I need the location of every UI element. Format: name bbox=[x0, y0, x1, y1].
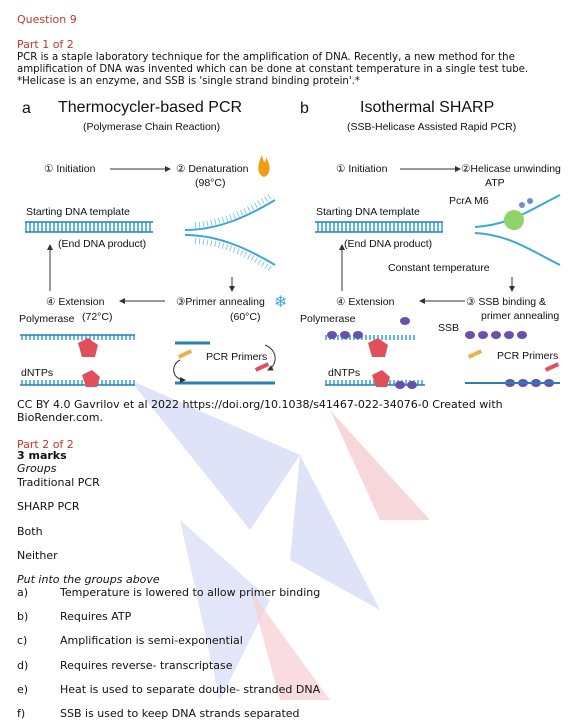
panel-b-template-dna bbox=[315, 221, 443, 233]
panel-a-end-product: (End DNA product) bbox=[58, 238, 147, 250]
panel-b-end-product: (End DNA product) bbox=[344, 238, 433, 250]
drag-item-d[interactable]: Requires reverse- transcriptase bbox=[60, 659, 233, 672]
panel-a-denatured-dna bbox=[184, 192, 276, 273]
panel-a-step3-temp: (60°C) bbox=[230, 311, 261, 323]
item-letter: b) bbox=[17, 610, 29, 623]
panel-a-step3: ③Primer annealing bbox=[176, 296, 265, 308]
panel-a-letter: a bbox=[22, 100, 31, 117]
panel-b-constant-temp: Constant temperature bbox=[388, 262, 490, 274]
drag-item-b[interactable]: Requires ATP bbox=[60, 610, 132, 623]
panel-b-step4: ④ Extension bbox=[336, 296, 395, 308]
panel-a-step2-temp: (98°C) bbox=[195, 177, 226, 189]
panel-a-title: Thermocycler-based PCR bbox=[58, 99, 243, 116]
panel-b-dntps: dNTPs bbox=[328, 367, 361, 379]
panel-a-subtitle: (Polymerase Chain Reaction) bbox=[83, 121, 221, 133]
panel-b-step3-line1: ③ SSB binding & bbox=[466, 296, 547, 308]
figure-credit: CC BY 4.0 Gavrilov et al 2022 https://do… bbox=[17, 398, 503, 424]
panel-b-step2: ②Helicase unwinding bbox=[461, 163, 561, 175]
panel-b-pcr-primers: PCR Primers bbox=[497, 350, 559, 362]
panel-a-pcr-primers: PCR Primers bbox=[206, 351, 268, 363]
drag-item-e[interactable]: Heat is used to separate double- strande… bbox=[60, 683, 321, 696]
group-both[interactable]: Both bbox=[17, 525, 43, 538]
intro-text: PCR is a staple laboratory technique for… bbox=[17, 52, 529, 87]
pcr-figure: ❄ bbox=[20, 155, 561, 389]
item-letter: a) bbox=[17, 586, 29, 599]
panel-a-template-dna bbox=[25, 221, 153, 233]
panel-b-extension-dna bbox=[325, 317, 425, 389]
panel-b-step1: ① Initiation bbox=[336, 163, 388, 175]
part1-label: Part 1 of 2 bbox=[17, 38, 74, 51]
panel-b-letter: b bbox=[300, 100, 309, 117]
panel-a-polymerase-label: Polymerase bbox=[19, 313, 75, 325]
panel-a-step2: ② Denaturation bbox=[176, 163, 249, 175]
group-traditional-pcr[interactable]: Traditional PCR bbox=[17, 476, 100, 489]
drag-item-f[interactable]: SSB is used to keep DNA strands separate… bbox=[60, 707, 300, 720]
panel-b-polymerase-label: Polymerase bbox=[300, 313, 356, 325]
panel-b-primers bbox=[465, 331, 560, 387]
panel-b-pcra: PcrA M6 bbox=[449, 195, 489, 207]
helicase-shape bbox=[504, 210, 524, 230]
instruction: Put into the groups above bbox=[17, 573, 160, 586]
flame-icon bbox=[258, 155, 270, 177]
panel-b-ssb: SSB bbox=[438, 322, 460, 334]
panel-b-title: Isothermal SHARP bbox=[360, 99, 495, 116]
panel-a-primers bbox=[173, 341, 276, 385]
item-letter: c) bbox=[17, 634, 28, 647]
panel-a-extension-temp: (72°C) bbox=[82, 311, 113, 323]
item-letter: f) bbox=[17, 707, 26, 720]
question-title: Question 9 bbox=[17, 13, 77, 26]
drag-item-a[interactable]: Temperature is lowered to allow primer b… bbox=[60, 586, 321, 599]
group-neither[interactable]: Neither bbox=[17, 549, 58, 562]
groups-heading: Groups bbox=[17, 462, 57, 475]
panel-a-template-label: Starting DNA template bbox=[26, 206, 130, 218]
panel-b-template-label: Starting DNA template bbox=[316, 206, 420, 218]
snowflake-icon: ❄ bbox=[274, 292, 287, 311]
panel-b-atp: ATP bbox=[485, 177, 505, 189]
item-letter: e) bbox=[17, 683, 29, 696]
marks: 3 marks bbox=[17, 449, 67, 462]
group-sharp-pcr[interactable]: SHARP PCR bbox=[17, 500, 80, 513]
item-letter: d) bbox=[17, 659, 29, 672]
panel-a-dntps: dNTPs bbox=[21, 367, 54, 379]
drag-item-c[interactable]: Amplification is semi-exponential bbox=[60, 634, 243, 647]
polymerase-shape bbox=[78, 338, 98, 357]
part2-label: Part 2 of 2 bbox=[17, 438, 74, 451]
panel-b-subtitle: (SSB-Helicase Assisted Rapid PCR) bbox=[347, 121, 517, 133]
panel-a-extension-dna bbox=[20, 334, 135, 387]
panel-a-step1: ① Initiation bbox=[44, 163, 96, 175]
panel-b-step3-line2: primer annealing bbox=[481, 310, 560, 322]
panel-a-step4: ④ Extension bbox=[46, 296, 105, 308]
